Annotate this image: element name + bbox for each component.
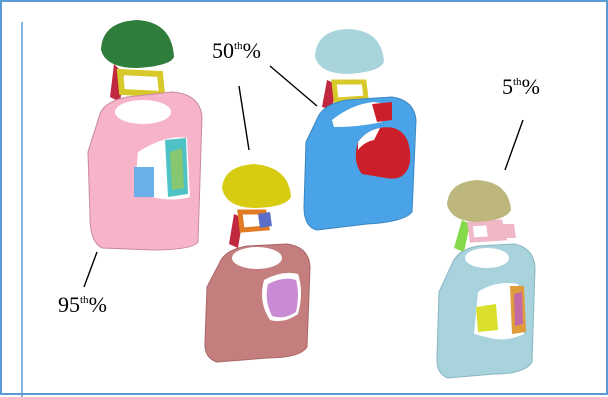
chin-strap-50-blue (334, 82, 366, 100)
label-50th: 50th% (212, 40, 261, 62)
leader-line-5 (505, 120, 523, 170)
plate-pattern-5 (514, 292, 523, 326)
collar-opening-5 (465, 248, 509, 268)
label-95th: 95th% (58, 294, 107, 316)
helmet-50-blue (315, 29, 384, 74)
buckle-50-brown (258, 212, 272, 228)
helmet-5 (447, 180, 511, 222)
helmet-95 (101, 20, 174, 68)
helmet-50-brown (222, 164, 291, 208)
collar-opening-95 (115, 100, 171, 124)
mannequin-95th (88, 20, 202, 250)
inner-panel-95 (134, 167, 154, 197)
plate-50-brown (267, 279, 298, 318)
mannequin-50th-blue (304, 29, 416, 230)
strap-5 (486, 224, 516, 238)
mannequin-50th-brown (205, 164, 310, 362)
chin-strap-95 (120, 72, 162, 94)
plate-pattern-95 (170, 148, 184, 190)
mannequin-5th (437, 180, 535, 378)
label-5th: 5th% (502, 76, 540, 98)
inner-panel-5 (476, 304, 498, 332)
leader-line-50-brown (239, 86, 249, 150)
leader-line-50-blue (270, 66, 317, 106)
collar-opening-50-brown (232, 247, 282, 269)
leader-line-95 (84, 252, 97, 287)
